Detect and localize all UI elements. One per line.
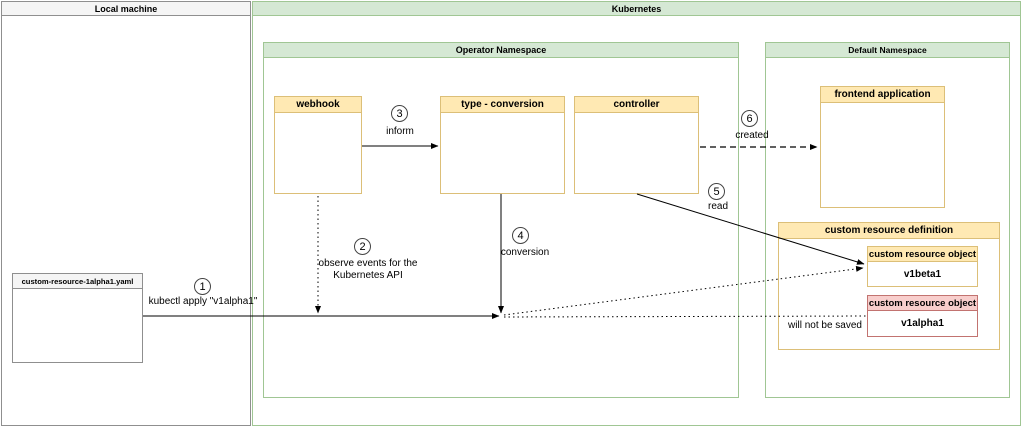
step-label-kubectl-apply: kubectl apply "v1alpha1" — [148, 296, 258, 307]
note-will-not-be-saved: will not be saved — [788, 320, 862, 331]
step-number-5: 5 — [713, 185, 720, 198]
local-machine-title: Local machine — [2, 2, 250, 16]
step-number-6: 6 — [746, 112, 753, 125]
step-badge-1: 1 — [194, 278, 211, 295]
operator-namespace-title: Operator Namespace — [264, 43, 738, 58]
step-label-created: created — [735, 130, 769, 141]
frontend-application-title: frontend application — [821, 87, 944, 103]
node-type-conversion: type - conversion — [440, 96, 565, 194]
node-controller: controller — [574, 96, 699, 194]
kubernetes-title: Kubernetes — [253, 2, 1020, 16]
node-frontend-application: frontend application — [820, 86, 945, 208]
custom-resource-definition-title: custom resource definition — [779, 223, 999, 239]
step-number-2: 2 — [359, 240, 366, 253]
node-webhook: webhook — [274, 96, 362, 194]
v1alpha1-version-label: v1alpha1 — [901, 318, 944, 329]
step-badge-4: 4 — [512, 227, 529, 244]
node-yaml-file: custom-resource-1alpha1.yaml — [12, 273, 143, 363]
step-number-4: 4 — [517, 229, 524, 242]
step-label-read: read — [707, 201, 729, 212]
v1beta1-version-label: v1beta1 — [903, 269, 942, 280]
step-badge-3: 3 — [391, 105, 408, 122]
step-label-observe-events: observe events for the Kubernetes API — [318, 258, 418, 281]
step-badge-6: 6 — [741, 110, 758, 127]
step-number-3: 3 — [396, 107, 403, 120]
node-custom-resource-object-v1alpha1: custom resource object v1alpha1 — [867, 295, 978, 337]
v1alpha1-object-header: custom resource object — [868, 296, 977, 311]
yaml-file-title: custom-resource-1alpha1.yaml — [13, 274, 142, 289]
step-label-conversion: conversion — [500, 247, 550, 258]
node-custom-resource-object-v1beta1: custom resource object v1beta1 — [867, 246, 978, 287]
v1beta1-object-header: custom resource object — [868, 247, 977, 262]
step-label-inform: inform — [386, 126, 414, 137]
webhook-title: webhook — [275, 97, 361, 113]
step-badge-5: 5 — [708, 183, 725, 200]
step-number-1: 1 — [199, 280, 206, 293]
step-badge-2: 2 — [354, 238, 371, 255]
controller-title: controller — [575, 97, 698, 113]
default-namespace-title: Default Namespace — [766, 43, 1009, 58]
type-conversion-title: type - conversion — [441, 97, 564, 113]
